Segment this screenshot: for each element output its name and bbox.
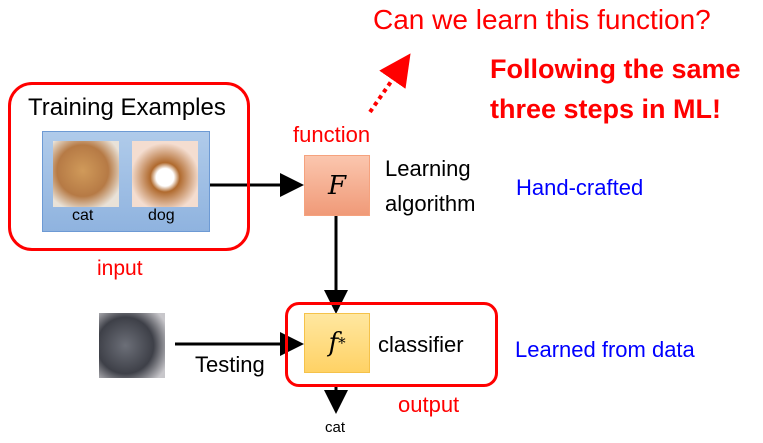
following-line-1: Following the same	[490, 54, 741, 84]
output-value: cat	[325, 419, 346, 436]
training-title: Training Examples	[28, 94, 226, 121]
cat-image	[53, 141, 119, 207]
classifier-label: classifier	[378, 332, 464, 357]
input-box	[8, 82, 250, 251]
learned-label: Learned from data	[515, 337, 695, 362]
F-box: F	[304, 155, 370, 216]
test-cat-image	[99, 313, 165, 378]
output-label: output	[398, 392, 460, 417]
learning-line-2: algorithm	[385, 191, 476, 216]
function-label: function	[293, 122, 371, 147]
testing-label: Testing	[195, 352, 265, 377]
input-label: input	[97, 257, 143, 280]
output-box	[285, 302, 498, 387]
cat-label: cat	[72, 207, 94, 224]
following-line-2: three steps in ML!	[490, 94, 722, 124]
f-sup: *	[338, 334, 346, 352]
question-text: Can we learn this function?	[373, 4, 711, 35]
f-star-box: f*	[304, 313, 370, 373]
dog-label: dog	[148, 207, 175, 224]
dog-image	[132, 141, 198, 207]
dotted-arrow	[368, 53, 411, 114]
hand-crafted-label: Hand-crafted	[516, 175, 644, 200]
learning-line-1: Learning	[385, 156, 471, 181]
f-symbol: f	[328, 328, 339, 358]
